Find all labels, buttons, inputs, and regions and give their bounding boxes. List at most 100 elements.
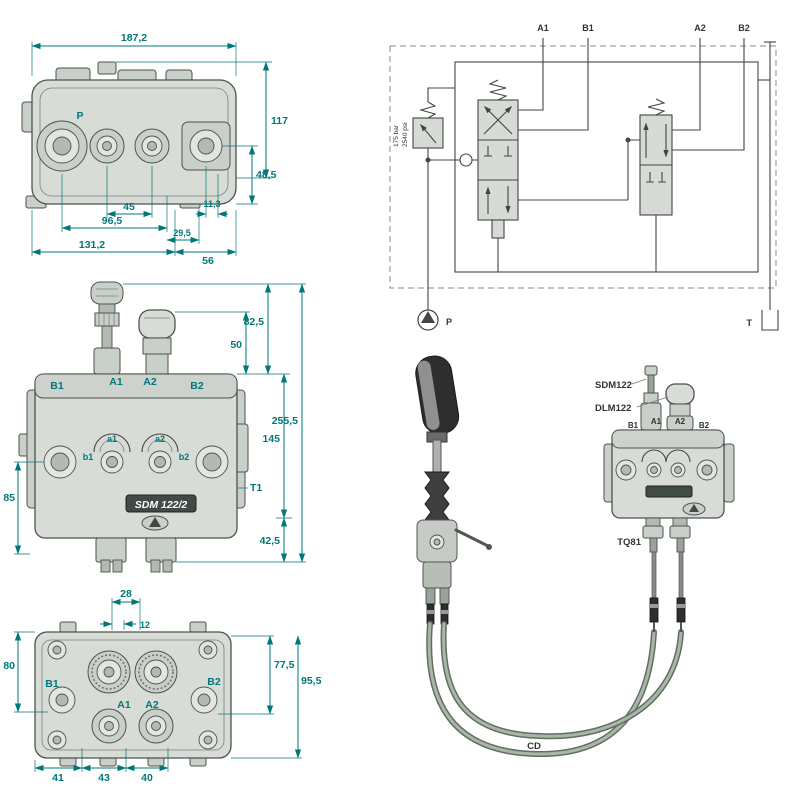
dim-body-height: 145 (262, 433, 280, 445)
side-view-valve-body (21, 61, 237, 209)
schematic-b1-line (518, 38, 589, 131)
top-view-a1-label: A1 (117, 699, 131, 711)
top-view-dimensions: 28 12 80 77,5 95,5 41 43 40 (3, 588, 321, 784)
front-view-right-lever (138, 309, 176, 375)
schematic-directional-valve-2 (639, 98, 673, 272)
remote-valve-a2-label: A2 (675, 417, 686, 426)
schematic-b1-label: B1 (582, 23, 594, 33)
relief-setting-bar: 175 bar (393, 124, 400, 147)
front-view-left-lever (90, 281, 124, 375)
front-view-port-a1 (100, 450, 124, 474)
top-view-port-a2 (138, 708, 174, 744)
schematic-a1-line (518, 38, 544, 111)
front-view-b1-label: B1 (50, 380, 64, 392)
schematic-t-label: T (747, 318, 753, 328)
hydraulic-schematic: A1 B1 A2 B2 (389, 23, 779, 331)
cable-2 (442, 622, 683, 738)
cable-1 (427, 622, 656, 756)
dim-offset: 12 (140, 620, 150, 630)
model-plate-text: SDM 122/2 (135, 499, 188, 511)
front-view-port-b1 (43, 445, 77, 479)
dim-foot-height: 42,5 (260, 535, 281, 547)
top-view-valve-body (34, 621, 232, 767)
top-view-b2-label: B2 (207, 676, 221, 688)
joystick-link-rod (454, 528, 490, 548)
remote-control-assembly: CD (415, 355, 735, 758)
remote-valve-b2-label: B2 (699, 421, 710, 430)
dim-lever-spacing: 28 (120, 588, 132, 600)
front-view-b1-pilot-label: b1 (83, 452, 94, 462)
remote-valve (603, 365, 735, 632)
cable-model-label: TQ81 (617, 537, 641, 548)
dim-port-to-bottom: 48,5 (256, 169, 277, 181)
side-view-p-label: P (76, 110, 83, 122)
control-cables (426, 621, 684, 758)
front-view-a2-label: A2 (143, 376, 157, 388)
remote-valve-model-2: DLM122 (595, 403, 631, 414)
side-view-port-2 (89, 128, 125, 164)
top-view-port-b1 (48, 686, 76, 714)
dim-overall-depth: 95,5 (301, 675, 322, 687)
dim-base-width: 131,2 (79, 239, 105, 251)
joystick-shaft (432, 439, 442, 475)
schematic-a2-label: A2 (694, 23, 706, 33)
dim-inner-depth: 77,5 (274, 659, 295, 671)
front-view-foot-left (95, 537, 127, 563)
front-view-port-b2 (195, 445, 229, 479)
dim-outer-ports: 96,5 (102, 215, 123, 227)
remote-valve-left-lever (640, 365, 662, 431)
joystick (415, 355, 492, 625)
schematic-a1-label: A1 (537, 23, 549, 33)
dim-edge-offset: 11,3 (203, 199, 220, 209)
dim-overall-height: 117 (271, 115, 288, 127)
side-view-port-4 (181, 121, 231, 171)
dim-lever-height: 82,5 (244, 316, 265, 328)
remote-valve-right-lever (665, 383, 695, 431)
front-view-name-plate: SDM 122/2 (125, 494, 197, 531)
side-view-port-3 (134, 128, 170, 164)
dim-spacing-3: 40 (141, 772, 153, 784)
schematic-b2-label: B2 (738, 23, 750, 33)
joystick-bracket (422, 561, 452, 589)
schematic-a2-line (672, 38, 701, 131)
top-view-port-a1 (91, 708, 127, 744)
top-view-lever-boss-2 (134, 650, 178, 694)
dim-mid-ports: 45 (123, 201, 135, 213)
cable-cd-label: CD (527, 741, 541, 752)
schematic-tank (761, 41, 779, 331)
schematic-inner-frame (454, 61, 759, 273)
dim-overall-height-front: 255,5 (272, 415, 298, 427)
front-view-b2-pilot-label: b2 (179, 452, 190, 462)
top-view-lever-boss-1 (87, 650, 131, 694)
remote-valve-a1-label: A1 (651, 417, 662, 426)
front-view-valve-body (18, 373, 249, 573)
relief-setting-psi: 2540 psi (402, 122, 409, 147)
check-valve (459, 153, 473, 167)
front-view: SDM 122/2 B1 A1 A2 B2 a1 a2 b1 b2 T1 82,… (3, 281, 306, 573)
schematic-pump (417, 309, 439, 331)
side-view: P 187,2 117 48,5 45 11,3 96,5 29,5 (21, 32, 288, 267)
front-view-dimensions: 82,5 50 255,5 145 42,5 85 (3, 283, 306, 563)
dim-spacing-2: 43 (98, 772, 110, 784)
schematic-relief-valve: 175 bar 2540 psi (393, 87, 455, 149)
side-view-dimensions: 187,2 117 48,5 45 11,3 96,5 29,5 131,2 (31, 32, 288, 267)
remote-valve-name-plate (645, 485, 693, 498)
schematic-enclosure (389, 45, 777, 289)
schematic-directional-valve-1 (477, 79, 519, 272)
front-view-b2-label: B2 (190, 380, 204, 392)
front-view-port-a2 (148, 450, 172, 474)
remote-valve-model-1: SDM122 (595, 380, 632, 391)
schematic-supply-lines (425, 79, 770, 310)
top-view-a2-label: A2 (145, 699, 159, 711)
dim-port-height: 85 (3, 492, 15, 504)
schematic-b2-line (672, 38, 745, 151)
front-view-a1-pilot-label: a1 (107, 434, 117, 444)
top-view-port-b2 (190, 686, 218, 714)
top-view: B1 B2 A1 A2 28 12 80 77,5 95,5 41 43 (3, 588, 321, 784)
schematic-p-label: P (446, 317, 452, 327)
dim-overall-width: 187,2 (121, 32, 147, 44)
side-view-port-1 (36, 120, 88, 172)
front-view-a2-pilot-label: a2 (155, 434, 165, 444)
